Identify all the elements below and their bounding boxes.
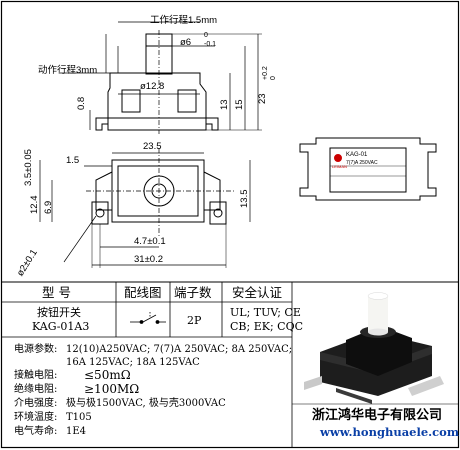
spec-label: 介电强度: (14, 398, 58, 409)
model-code: KAG-01A3 (32, 320, 90, 333)
stem-tol-upper: 0 (204, 32, 208, 39)
dim-0-8-label: 0.8 (76, 96, 87, 110)
spec-row-power: 电源参数: 12(10)A250VAC; 7(7)A 250VAC; 8A 25… (14, 343, 292, 356)
spec-value: 极与极1500VAC, 极与壳3000VAC (66, 398, 226, 409)
dim-12-4-label: 12.4 (29, 195, 40, 215)
product-photo (304, 292, 444, 404)
spec-label: 接触电阻: (14, 370, 58, 381)
spec-label: 电源参数: (14, 344, 58, 355)
dim-6-9-label: 6.9 (43, 200, 54, 214)
spec-label: 环境温度: (14, 412, 58, 423)
model-name: 按钮开关 (37, 306, 81, 319)
terminal-count: 2P (187, 314, 202, 327)
company-name: 浙江鸿华电子有限公司 (312, 408, 443, 423)
plate-rating: 7(7)A 250VAC (346, 160, 378, 166)
th-terminals: 端子数 (174, 285, 212, 300)
spec-table-grid (1, 282, 293, 448)
company-url[interactable]: www.honghuaele.com (320, 425, 459, 439)
spec-row-temperature: 环境温度: T105 (14, 411, 92, 424)
spec-row-insulation: 绝缘电阻: ≥100MΩ (14, 383, 139, 396)
action-travel-label: 动作行程3mm (38, 65, 98, 76)
side-view (60, 21, 262, 134)
stem-tol-lower: -0.1 (204, 41, 217, 48)
dim-23-label: 23 (257, 93, 268, 104)
spec-row-contact: 接触电阻: ≤50mΩ (14, 369, 131, 382)
dim-13-label: 13 (219, 99, 230, 110)
stem-dia-label: ø6 (180, 36, 191, 49)
spec-row-life: 电气寿命: 1E4 (14, 425, 86, 438)
spec-value: 12(10)A250VAC; 7(7)A 250VAC; 8A 250VAC; (66, 344, 293, 355)
spec-value: ≥100MΩ (84, 382, 140, 396)
spec-value: ≤50mΩ (84, 368, 131, 382)
spec-value: T105 (66, 412, 92, 423)
dim-23-5-label: 23.5 (143, 141, 162, 152)
plate-logo: LEIMAN (332, 164, 347, 169)
th-wiring: 配线图 (124, 285, 162, 300)
plate-model: KAG-01 (346, 152, 368, 158)
th-certification: 安全认证 (232, 285, 283, 300)
dim-23-tol-lower: 0 (270, 76, 277, 80)
spec-value: 16A 125VAC; 18A 125VAC (66, 357, 200, 368)
spec-value: 1E4 (66, 426, 87, 437)
th-model: 型 号 (42, 285, 71, 300)
cert-line-2: CB; EK; CQC (230, 320, 304, 333)
dim-23-tol-upper: +0.2 (262, 66, 269, 80)
dim-1-5-label: 1.5 (66, 155, 80, 166)
dim-13-5-label: 13.5 (239, 189, 250, 209)
plan-view (39, 148, 251, 268)
dia-12-8-label: ø12.8 (140, 81, 165, 92)
label-plate-view (299, 137, 437, 201)
spec-label: 电气寿命: (14, 426, 58, 437)
dim-3-5-label: 3.5±0.05 (23, 149, 34, 186)
stem-dia-value: ø6 (180, 37, 192, 48)
cert-line-1: UL; TUV; CE (230, 306, 301, 319)
dim-4-7-label: 4.7±0.1 (134, 236, 166, 247)
spec-label: 绝缘电阻: (14, 384, 58, 395)
spec-row-dielectric: 介电强度: 极与极1500VAC, 极与壳3000VAC (14, 397, 226, 410)
dim-31-label: 31±0.2 (134, 254, 163, 265)
dim-15-label: 15 (234, 99, 245, 110)
work-travel-label: 工作行程1.5mm (150, 15, 218, 26)
